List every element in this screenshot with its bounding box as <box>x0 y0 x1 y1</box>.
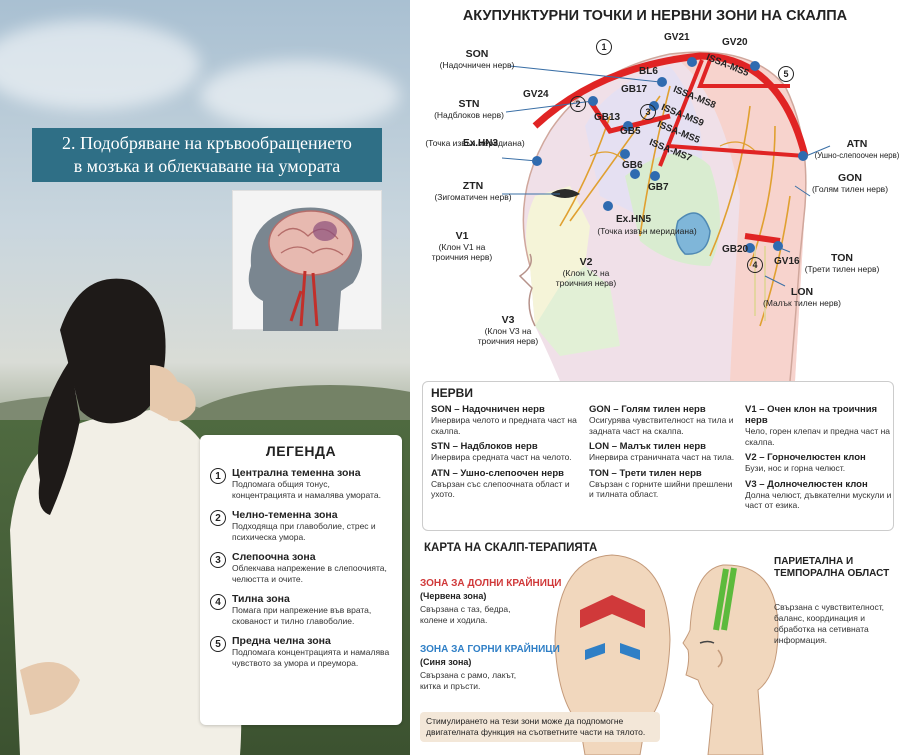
nerve-term: V3 – Долночелюстен клон <box>745 478 868 490</box>
nerve-term: ATN – Ушно-слепоочен нерв <box>431 467 564 479</box>
nerve-term: STN – Надблоков нерв <box>431 441 538 452</box>
nerve-label-son: SON(Надочничен нерв) <box>439 48 515 70</box>
point-label: GB17 <box>621 84 648 95</box>
nerve-label-stn: STN(Надблоков нерв) <box>434 98 504 120</box>
zone-number: 2 <box>570 96 586 112</box>
lower-zone-title: ЗОНА ЗА ДОЛНИ КРАЙНИЦИ(Червена зона) <box>420 578 562 601</box>
nerves-title: НЕРВИ <box>431 386 473 400</box>
legend-number: 4 <box>210 594 226 610</box>
nerve-label-gon: GON(Голям тилен нерв) <box>811 172 889 194</box>
nerve-desc: Осигурява чувствителност на тила и задна… <box>589 415 734 436</box>
back-head-illustration <box>554 554 671 755</box>
nerve-label-lon: LON(Малък тилен нерв) <box>763 286 841 308</box>
zone-number: 1 <box>596 39 612 55</box>
lower-zone-desc: Свързана с таз, бедра, колене и ходила. <box>420 604 511 625</box>
point-label: GV21 <box>664 32 690 43</box>
nerve-term: V2 – Горночелюстен клон <box>745 452 866 463</box>
nerve-term: V1 – Очен клон на троичния нерв <box>745 404 878 426</box>
legend-item-title: Тилна зона <box>232 593 290 605</box>
zone-number: 3 <box>640 104 656 120</box>
side-head-illustration <box>682 564 779 755</box>
legend-number: 3 <box>210 552 226 568</box>
nerve-desc: Долна челюст, дъвкателни мускули и част … <box>745 489 892 511</box>
diagram-panel: АКУПУНКТУРНИ ТОЧКИ И НЕРВНИ ЗОНИ НА СКАЛ… <box>410 0 900 755</box>
legend-item: 5 Предна челна зона Подпомага концентрац… <box>210 635 392 669</box>
nerve-term: GON – Голям тилен нерв <box>589 404 706 415</box>
legend-number: 5 <box>210 636 226 652</box>
legend-item: 3 Слепоочна зона Облекчава напрежение в … <box>210 551 392 585</box>
cloud <box>200 60 400 130</box>
legend-item: 2 Челно-теменна зона Подходяща при главо… <box>210 509 392 543</box>
nerve-desc: Бузи, нос и горна челюст. <box>745 463 846 473</box>
parietal-desc: Свързана с чувствителност, баланс, коорд… <box>774 602 885 645</box>
point-label: GV24 <box>523 89 549 100</box>
legend-item-title: Предна челна зона <box>232 635 331 647</box>
footnote: Стимулирането на тези зони може да подпо… <box>420 712 660 742</box>
point-label: GB5 <box>620 126 641 137</box>
nerve-desc: Инервира страничната част на тила. <box>589 452 735 462</box>
head-diagram <box>501 51 831 381</box>
nerve-term: SON – Надочничен нерв <box>431 404 545 415</box>
legend-item-desc: Подпомага общия тонус, концентрацията и … <box>232 479 381 500</box>
banner-line-2: в мозъка и облекчаване на умората <box>73 156 341 176</box>
legend-item-title: Челно-теменна зона <box>232 509 338 521</box>
legend-item: 4 Тилна зона Помага при напрежение във в… <box>210 593 392 627</box>
banner-line-1: 2. Подобряване на кръвообращението <box>62 133 352 153</box>
legend-item-desc: Подпомага концентрацията и намалява чувс… <box>232 647 390 668</box>
point-label: GB20 <box>722 244 749 255</box>
nerve-label-exhn3: (Точка извън меридиана) <box>425 138 525 148</box>
legend-item: 1 Централна теменна зона Подпомага общия… <box>210 467 392 501</box>
woman-figure <box>10 278 242 755</box>
upper-zone-desc: Свързана с рамо, лакът, китка и пръсти. <box>420 670 517 691</box>
nerve-desc: Свързан със слепоочната област и ухото. <box>431 478 570 500</box>
point-label: GB6 <box>622 160 643 171</box>
point-label: BL6 <box>639 66 658 77</box>
legend-item-title: Централна теменна зона <box>232 467 361 479</box>
point-label: GV16 <box>774 256 800 267</box>
legend-card: ЛЕГЕНДА 1 Централна теменна зона Подпома… <box>200 435 402 725</box>
cloud <box>0 20 200 110</box>
legend-number: 2 <box>210 510 226 526</box>
brain-illustration <box>232 190 382 331</box>
point-label: GV20 <box>722 37 748 48</box>
legend-item-title: Слепоочна зона <box>232 551 316 563</box>
nerve-desc: Свързан с горните шийни прешлени и тилна… <box>589 478 733 500</box>
zone-number: 5 <box>778 66 794 82</box>
photo-panel: 2. Подобряване на кръвообращението в моз… <box>0 0 410 755</box>
zone-number: 4 <box>747 257 763 273</box>
point-label: Ex.HN3 <box>463 138 499 149</box>
diagram-title: АКУПУНКТУРНИ ТОЧКИ И НЕРВНИ ЗОНИ НА СКАЛ… <box>462 8 848 24</box>
nerve-label-ztn: ZTN(Зигоматичен нерв) <box>434 180 512 202</box>
nerve-desc: Инервира средната част на челото. <box>431 452 572 462</box>
point-label: GB7 <box>648 182 669 193</box>
legend-item-desc: Подходяща при главоболие, стрес и психич… <box>232 521 376 542</box>
point-label: Ex.HN5 <box>616 214 652 225</box>
nerve-term: LON – Малък тилен нерв <box>589 441 707 452</box>
nerve-label-exhn5: (Точка извън меридиана) <box>597 226 697 236</box>
nerve-desc: Чело, горен клепач и предна част на скал… <box>745 426 891 447</box>
nerve-desc: Инервира челото и предната част на скалп… <box>431 415 577 436</box>
legend-title: ЛЕГЕНДА <box>265 443 337 459</box>
section-banner: 2. Подобряване на кръвообращението в моз… <box>32 128 382 182</box>
legend-item-desc: Облекчава напрежение в слепоочията, челю… <box>232 563 387 584</box>
map-title: КАРТА НА СКАЛП-ТЕРАПИЯТА <box>424 542 598 554</box>
nerve-term: TON – Трети тилен нерв <box>589 467 702 479</box>
point-label: GB13 <box>594 112 621 123</box>
legend-number: 1 <box>210 468 226 484</box>
legend-item-desc: Помага при напрежение във врата, сковано… <box>232 605 372 626</box>
upper-zone-title: ЗОНА ЗА ГОРНИ КРАЙНИЦИ(Синя зона) <box>420 644 560 667</box>
nerve-label-ton: TON(Трети тилен нерв) <box>804 252 880 274</box>
nerve-label-atn: ATN(Ушно-слепоочен нерв) <box>814 138 900 160</box>
